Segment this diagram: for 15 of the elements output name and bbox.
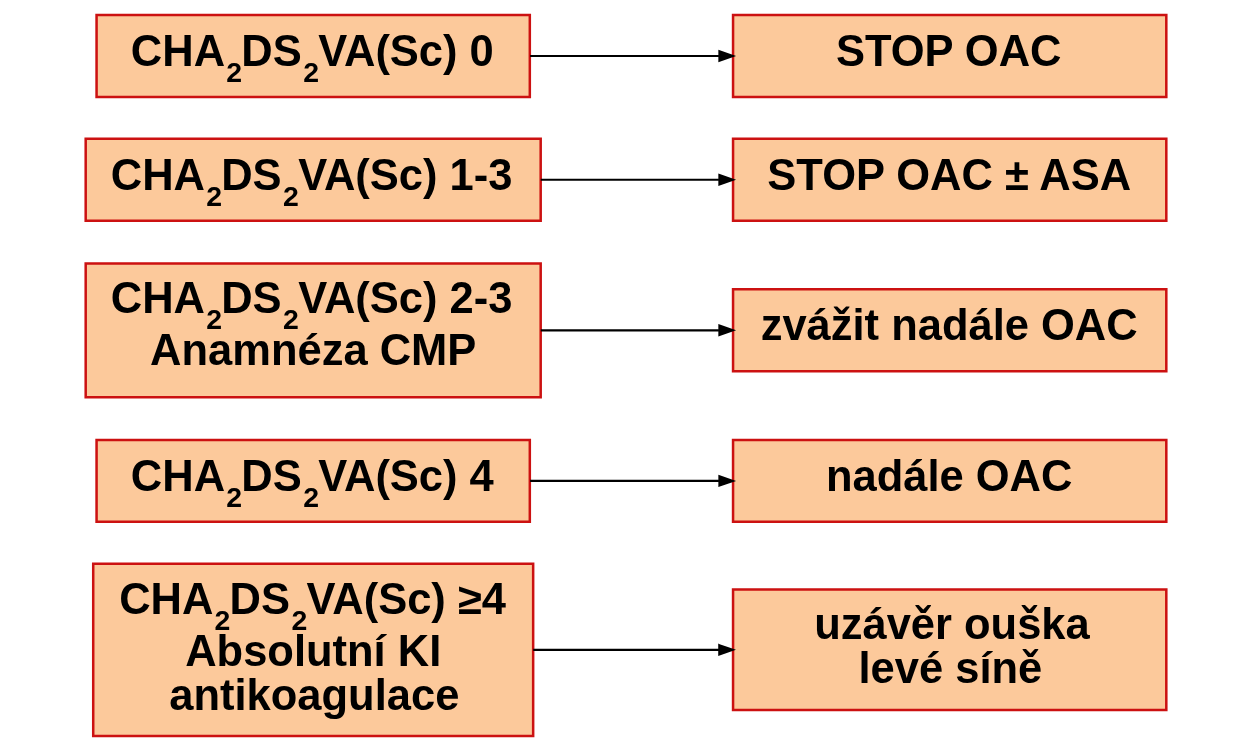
- node-box: nadále OAC: [731, 438, 1168, 524]
- node-box: STOP OAC: [731, 13, 1168, 99]
- arrow: [529, 49, 736, 63]
- node-box: STOP OAC ± ASA: [731, 137, 1168, 223]
- node-box: CHA$_{2}$DS$_{2}$VA(Sc) 4: [94, 438, 531, 524]
- arrow: [529, 474, 736, 488]
- node-box: zvážit nadále OAC: [731, 288, 1168, 373]
- arrow: [540, 324, 736, 337]
- node-box: uzávěr ouška levé síně: [731, 588, 1168, 712]
- arrow: [540, 173, 736, 186]
- arrow: [532, 643, 736, 657]
- node-box: CHA$_{2}$DS$_{2}$VA(Sc) 1-3: [83, 137, 542, 223]
- node-box: CHA$_{2}$DS$_{2}$VA(Sc) 2-3 Anamnéza CMP: [83, 262, 542, 399]
- node-box: CHA$_{2}$DS$_{2}$VA(Sc) ≥4 Absolutní KI antikoagulace: [91, 562, 534, 738]
- node-box: CHA$_{2}$DS$_{2}$VA(Sc) 0: [94, 13, 531, 99]
